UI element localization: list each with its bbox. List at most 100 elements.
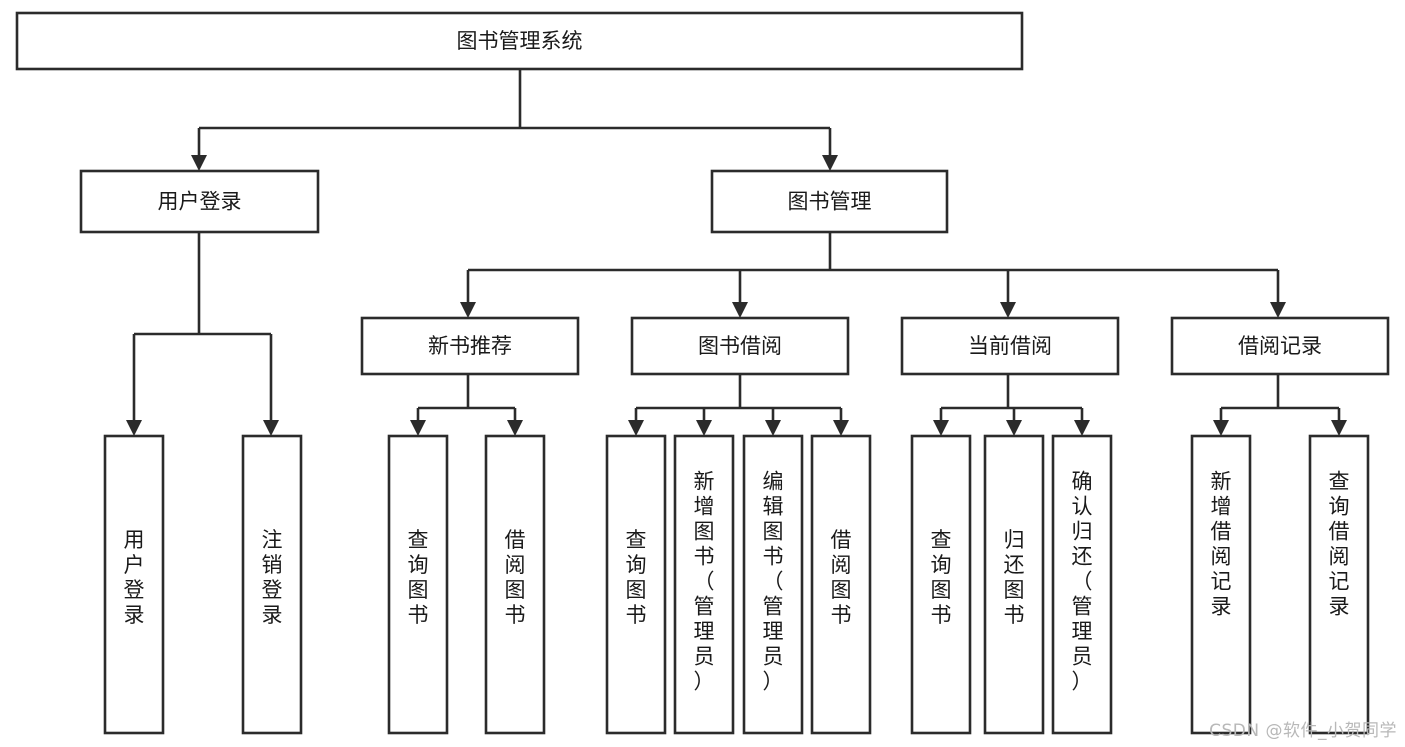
node-label: 归还图书	[1004, 528, 1025, 627]
node-box[interactable]	[983, 434, 1045, 735]
node-box[interactable]	[484, 434, 546, 735]
node-label: 新增图书（管理员）	[694, 470, 715, 694]
connector-new-book-to-leaf-1	[410, 408, 426, 436]
arrow-head-icon	[833, 420, 849, 436]
node-label: 查询图书	[626, 528, 647, 627]
node-label: 查询图书	[931, 528, 952, 627]
nodes-layer: 图书管理系统用户登录图书管理新书推荐图书借阅当前借阅借阅记录用户登录注销登录查询…	[15, 11, 1390, 735]
node-box[interactable]	[1308, 434, 1370, 735]
node-box[interactable]	[103, 434, 165, 735]
node-box[interactable]	[79, 169, 320, 234]
node-box[interactable]	[673, 434, 735, 735]
connector-root-to-user-login	[191, 128, 207, 171]
node-leaf-query-borrow-record[interactable]: 查询借阅记录	[1308, 434, 1370, 735]
connector-current-borrow-to-leaf-2	[1006, 408, 1022, 436]
connector-book-manage-to-current-borrow	[1000, 270, 1016, 318]
node-label: 图书管理	[788, 190, 872, 214]
node-label: 查询借阅记录	[1329, 470, 1350, 619]
node-leaf-borrow-book-2[interactable]: 借阅图书	[810, 434, 872, 735]
connector-borrow-record-to-leaf-1	[1213, 408, 1229, 436]
connector-book-manage-to-book-borrow	[732, 270, 748, 318]
node-leaf-return-book[interactable]: 归还图书	[983, 434, 1045, 735]
arrow-head-icon	[1006, 420, 1022, 436]
node-leaf-query-book-3[interactable]: 查询图书	[910, 434, 972, 735]
node-user-login[interactable]: 用户登录	[79, 169, 320, 234]
arrow-head-icon	[1213, 420, 1229, 436]
node-leaf-confirm-return-admin[interactable]: 确认归还（管理员）	[1051, 434, 1113, 735]
connector-user-login-to-leaf-2	[263, 334, 279, 436]
arrow-head-icon	[1074, 420, 1090, 436]
connectors-layer	[126, 69, 1347, 436]
node-label: 新增借阅记录	[1211, 470, 1232, 619]
node-label: 用户登录	[124, 528, 145, 627]
arrow-head-icon	[410, 420, 426, 436]
arrow-head-icon	[1000, 302, 1016, 318]
node-leaf-user-login[interactable]: 用户登录	[103, 434, 165, 735]
connector-book-borrow-to-leaf-1	[628, 408, 644, 436]
connector-new-book-to-leaf-2	[507, 408, 523, 436]
node-book-manage[interactable]: 图书管理	[710, 169, 949, 234]
node-label: 注销登录	[262, 528, 283, 627]
node-box[interactable]	[1170, 316, 1390, 376]
node-current-borrow[interactable]: 当前借阅	[900, 316, 1120, 376]
node-borrow-record[interactable]: 借阅记录	[1170, 316, 1390, 376]
connector-user-login-to-leaf-1	[126, 334, 142, 436]
node-label: 确认归还（管理员）	[1072, 470, 1093, 694]
connector-book-borrow-to-leaf-3	[765, 408, 781, 436]
arrow-head-icon	[933, 420, 949, 436]
node-label: 查询图书	[408, 528, 429, 627]
node-box[interactable]	[360, 316, 580, 376]
node-leaf-logout-login[interactable]: 注销登录	[241, 434, 303, 735]
node-root[interactable]: 图书管理系统	[15, 11, 1024, 71]
node-label: 图书管理系统	[457, 29, 583, 53]
arrow-head-icon	[628, 420, 644, 436]
node-label: 当前借阅	[968, 334, 1052, 358]
node-box[interactable]	[810, 434, 872, 735]
node-label: 新书推荐	[428, 334, 512, 358]
arrow-head-icon	[1270, 302, 1286, 318]
arrow-head-icon	[822, 155, 838, 171]
node-new-book-recommend[interactable]: 新书推荐	[360, 316, 580, 376]
node-leaf-edit-book-admin[interactable]: 编辑图书（管理员）	[742, 434, 804, 735]
csdn-watermark: CSDN @软件_小贺同学	[1209, 721, 1397, 741]
node-book-borrow[interactable]: 图书借阅	[630, 316, 850, 376]
node-label: 借阅图书	[831, 528, 852, 627]
node-leaf-query-book-1[interactable]: 查询图书	[387, 434, 449, 735]
arrow-head-icon	[507, 420, 523, 436]
node-box[interactable]	[630, 316, 850, 376]
connector-current-borrow-to-leaf-1	[933, 408, 949, 436]
connector-book-manage-to-borrow-record	[1270, 270, 1286, 318]
node-leaf-add-borrow-record[interactable]: 新增借阅记录	[1190, 434, 1252, 735]
node-label: 用户登录	[158, 190, 242, 214]
node-label: 借阅图书	[505, 528, 526, 627]
node-box[interactable]	[1190, 434, 1252, 735]
node-box[interactable]	[241, 434, 303, 735]
connector-borrow-record-to-leaf-2	[1331, 408, 1347, 436]
node-box[interactable]	[605, 434, 667, 735]
node-box[interactable]	[710, 169, 949, 234]
node-box[interactable]	[910, 434, 972, 735]
node-box[interactable]	[900, 316, 1120, 376]
node-leaf-query-book-2[interactable]: 查询图书	[605, 434, 667, 735]
connector-current-borrow-to-leaf-3	[1074, 408, 1090, 436]
arrow-head-icon	[191, 155, 207, 171]
connector-root-to-book-manage	[822, 128, 838, 171]
connector-book-borrow-to-leaf-2	[696, 408, 712, 436]
node-label: 图书借阅	[698, 334, 782, 358]
node-box[interactable]	[387, 434, 449, 735]
node-leaf-borrow-book-1[interactable]: 借阅图书	[484, 434, 546, 735]
node-box[interactable]	[1051, 434, 1113, 735]
arrow-head-icon	[126, 420, 142, 436]
node-label: 借阅记录	[1238, 334, 1322, 358]
arrow-head-icon	[460, 302, 476, 318]
connector-book-manage-to-new-book	[460, 270, 476, 318]
arrow-head-icon	[732, 302, 748, 318]
arrow-head-icon	[1331, 420, 1347, 436]
node-box[interactable]	[15, 11, 1024, 71]
arrow-head-icon	[263, 420, 279, 436]
node-box[interactable]	[742, 434, 804, 735]
node-leaf-add-book-admin[interactable]: 新增图书（管理员）	[673, 434, 735, 735]
arrow-head-icon	[696, 420, 712, 436]
